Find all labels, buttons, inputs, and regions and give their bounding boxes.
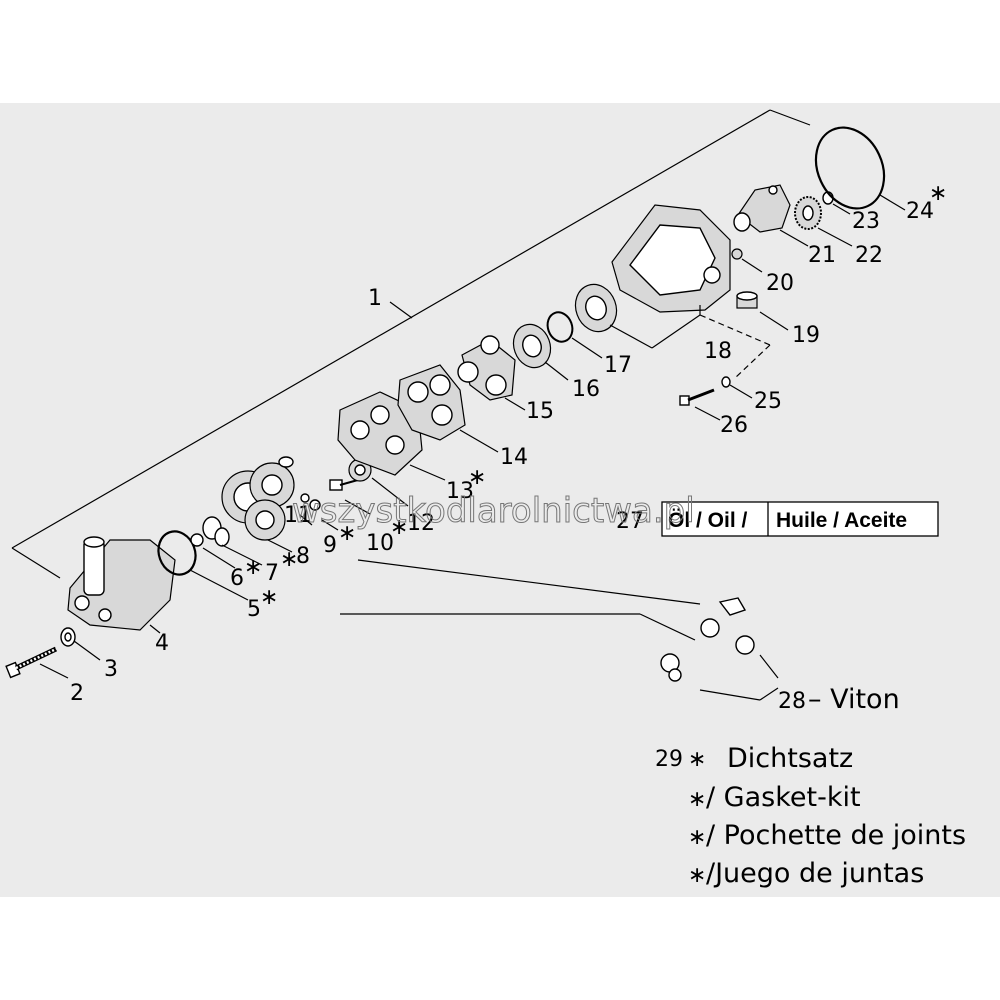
bolt-part-2 [5, 646, 69, 679]
seal-part-18 [574, 283, 701, 349]
gasket-kit-legend: 29 ∗ Dichtsatz ∗ / Gasket-kit ∗ / Pochet… [655, 743, 966, 889]
assembly-bracket [11, 109, 811, 579]
label-24: 24 [906, 199, 934, 224]
label-1: 1 [368, 286, 382, 311]
viton-valves-part-28 [639, 597, 779, 701]
label-15: 15 [526, 399, 554, 424]
legend-asterisk-1: ∗ [688, 747, 706, 772]
label-28: 28 [778, 689, 806, 714]
plug-part-19 [736, 291, 789, 331]
o-ring-part-5 [157, 530, 640, 615]
screw-part-26 [679, 388, 721, 421]
asterisk-5: ∗ [260, 585, 278, 610]
label-27: 27 [616, 509, 644, 534]
label-9: 9 [323, 533, 337, 558]
asterisk-10: ∗ [390, 515, 408, 540]
label-20: 20 [766, 271, 794, 296]
washer-part-23 [822, 191, 851, 215]
asterisk-24: ∗ [929, 181, 947, 206]
legend-asterisk-3: ∗ [688, 825, 706, 850]
label-18: 18 [704, 339, 732, 364]
label-10: 10 [366, 531, 394, 556]
label-17: 17 [604, 353, 632, 378]
label-13: 13 [446, 479, 474, 504]
label-26: 26 [720, 413, 748, 438]
label-4: 4 [155, 631, 169, 656]
label-11: 11 [284, 503, 312, 528]
legend-asterisk-4: ∗ [688, 863, 706, 888]
gear-housing-part [611, 204, 771, 379]
label-6: 6 [230, 566, 244, 591]
watermark-text: wszystkodlarolnictwa.pl [292, 491, 695, 531]
o-ring-part-24 [814, 126, 906, 211]
oil-label-text-fr-es: Huile / Aceite [776, 509, 907, 532]
legend-line-es: /Juego de juntas [706, 858, 924, 889]
diaphragm-part-8 [221, 456, 295, 553]
bearing-part-16 [512, 323, 569, 381]
asterisk-13: ∗ [468, 465, 486, 490]
label-3: 3 [104, 657, 118, 682]
washer-part-25 [721, 376, 753, 399]
label-19: 19 [792, 323, 820, 348]
small-parts-9-10-11 [299, 477, 701, 605]
asterisk-6: ∗ [244, 555, 262, 580]
legend-asterisk-2: ∗ [688, 787, 706, 812]
asterisk-marks: ∗ ∗ ∗ ∗ ∗ ∗ ∗ [244, 181, 947, 610]
diagram-background [0, 103, 1000, 897]
label-14: 14 [500, 445, 528, 470]
label-2: 2 [70, 681, 84, 706]
oil-label-text-de-en: Öl / Oil / [668, 509, 748, 532]
gear-part-22 [794, 196, 853, 247]
circlip-part-17 [546, 311, 603, 359]
label-8: 8 [296, 544, 310, 569]
piston-guide-part-15 [457, 335, 526, 411]
label-7: 7 [265, 561, 279, 586]
pump-head-part-4 [67, 536, 176, 634]
label-12: 12 [407, 511, 435, 536]
label-5: 5 [247, 597, 261, 622]
washer-part-3 [60, 627, 101, 661]
shaft-housing-part-21 [733, 184, 809, 247]
label-25: 25 [754, 389, 782, 414]
legend-line-fr: / Pochette de joints [706, 820, 966, 851]
legend-line-en: / Gasket-kit [706, 782, 861, 813]
asterisk-7: ∗ [280, 547, 298, 572]
legend-line-de: Dichtsatz [727, 743, 853, 774]
gasket-part-13 [337, 391, 446, 481]
asterisk-9: ∗ [338, 521, 356, 546]
viton-label: – Viton [808, 684, 900, 715]
label-23: 23 [852, 209, 880, 234]
label-21: 21 [808, 243, 836, 268]
valve-parts-6-7 [190, 516, 263, 569]
label-22: 22 [855, 243, 883, 268]
plate-part-14 [397, 364, 499, 453]
part-number-labels: 1 2 3 4 5 6 7 8 9 10 11 12 13 14 15 16 1… [70, 199, 934, 714]
label-16: 16 [572, 377, 600, 402]
legend-number-29: 29 [655, 747, 683, 772]
oil-label-box [661, 501, 939, 537]
plug-part-20 [731, 248, 763, 273]
